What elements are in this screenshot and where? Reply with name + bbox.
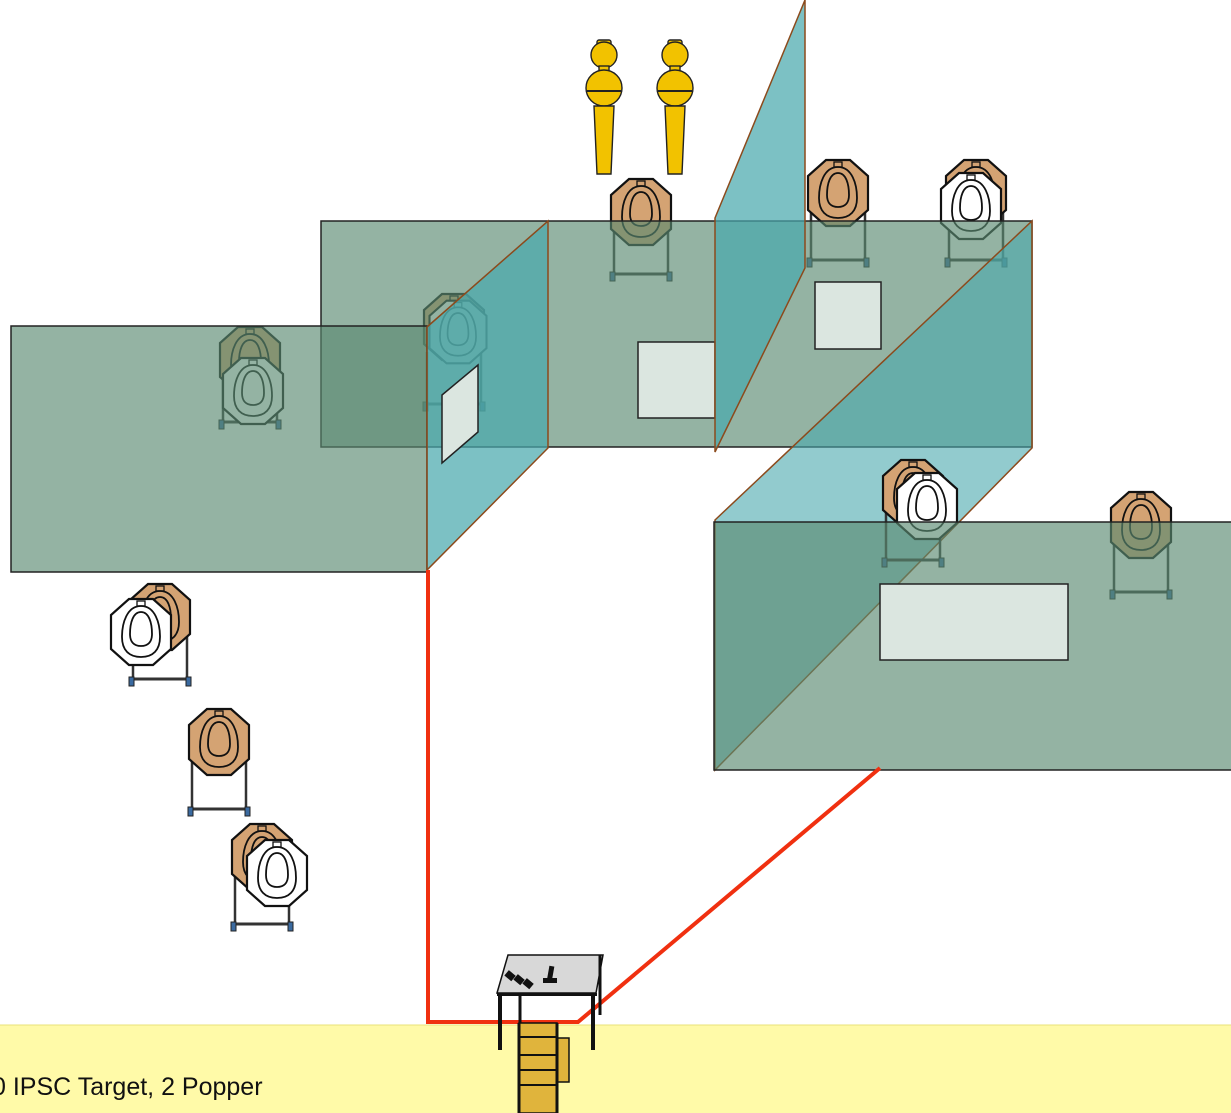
ipsc-target [186,707,252,818]
pistol-icon [543,965,557,983]
wall-side-left [426,219,549,572]
shooting-area [0,1025,1231,1113]
popper [585,39,623,175]
no-shoot-target [109,597,173,667]
wall-left [10,325,428,573]
start-table [496,954,604,1050]
fault-line [426,570,882,1024]
magazine-icon [504,970,534,990]
stage-caption: 0 IPSC Target, 2 Popper [0,1073,263,1101]
window-port [637,341,716,419]
popper [656,39,694,175]
chair [517,1022,570,1113]
window-port [441,363,479,465]
window-port [814,281,882,350]
wall-side-tall [714,0,806,453]
window-port [879,583,1069,661]
no-shoot-target [245,838,309,908]
